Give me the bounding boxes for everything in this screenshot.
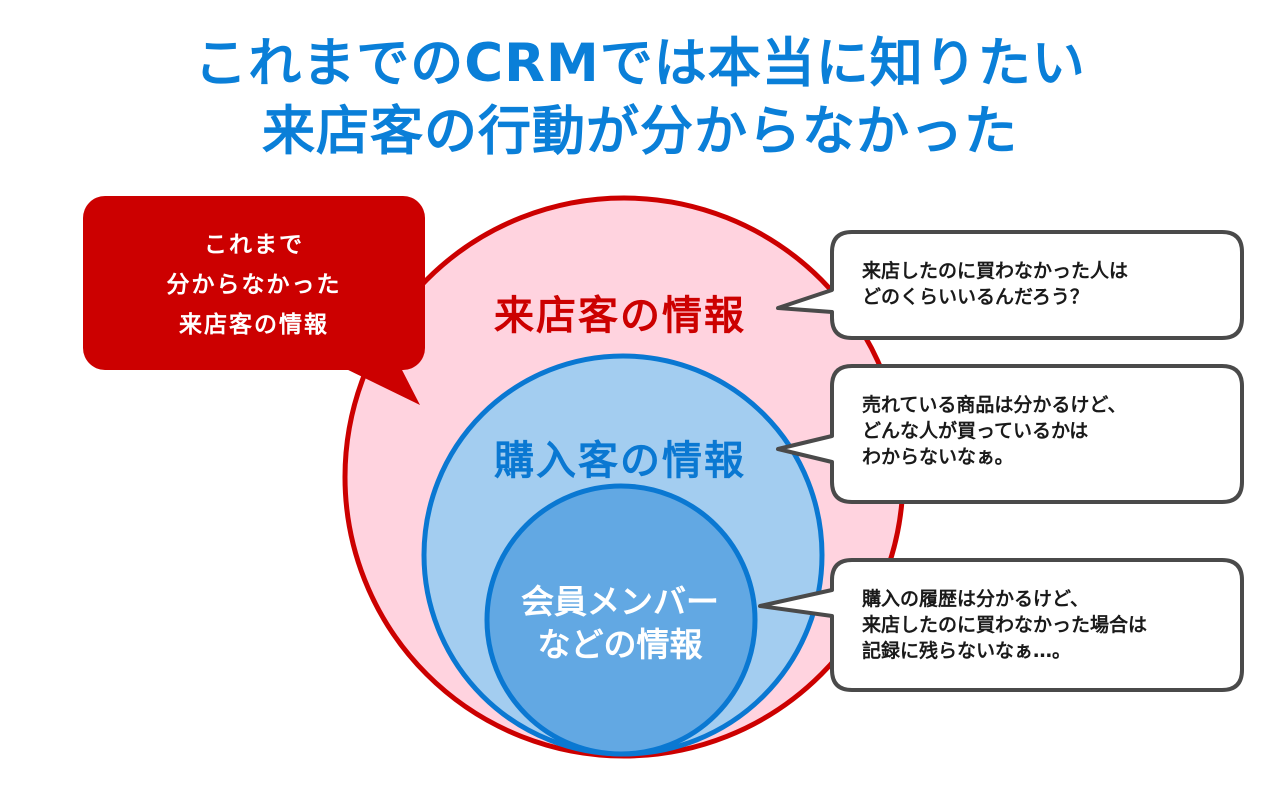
bubble-3-text: 購入の履歴は分かるけど、 来店したのに買わなかった場合は 記録に残らないなぁ…。 (862, 586, 1147, 664)
bubble-2-line-3: わからないなぁ。 (862, 446, 1014, 468)
title-line-2: 来店客の行動が分からなかった (262, 101, 1018, 162)
speech-bubble-2 (776, 364, 1244, 504)
speech-bubble-1 (776, 230, 1244, 340)
callout-box (83, 196, 425, 405)
bubble-3-line-2: 来店したのに買わなかった場合は (862, 614, 1148, 636)
callout-line-2: 分からなかった (166, 272, 342, 298)
member-circle (484, 483, 758, 757)
bubble-1-line-2: どのくらいいるんだろう？ (862, 286, 1089, 308)
bubble-3-line-1: 購入の履歴は分かるけど、 (862, 588, 1090, 610)
purchaser-info-label: 購入客の情報 (494, 438, 746, 484)
bubble-3-line-3: 記録に残らないなぁ…。 (862, 640, 1072, 662)
member-info-label-line-2: などの情報 (537, 625, 703, 664)
member-info-label-line-1: 会員メンバー (521, 582, 719, 621)
bubble-1-line-1: 来店したのに買わなかった人は (862, 260, 1129, 282)
visitor-info-label: 来店客の情報 (494, 293, 746, 339)
title-line-1: これまでのCRMでは本当に知りたい (194, 33, 1086, 94)
bubble-2-line-2: どんな人が買っているかは (862, 420, 1089, 442)
bubble-1-text: 来店したのに買わなかった人は どのくらいいるんだろう？ (862, 258, 1128, 310)
bubble-2-line-1: 売れている商品は分かるけど、 (862, 394, 1127, 416)
callout-line-1: これまで (204, 232, 304, 258)
callout-line-3: 来店客の情報 (179, 312, 329, 338)
bubble-2-text: 売れている商品は分かるけど、 どんな人が買っているかは わからないなぁ。 (862, 392, 1126, 470)
speech-bubble-3 (758, 558, 1244, 692)
